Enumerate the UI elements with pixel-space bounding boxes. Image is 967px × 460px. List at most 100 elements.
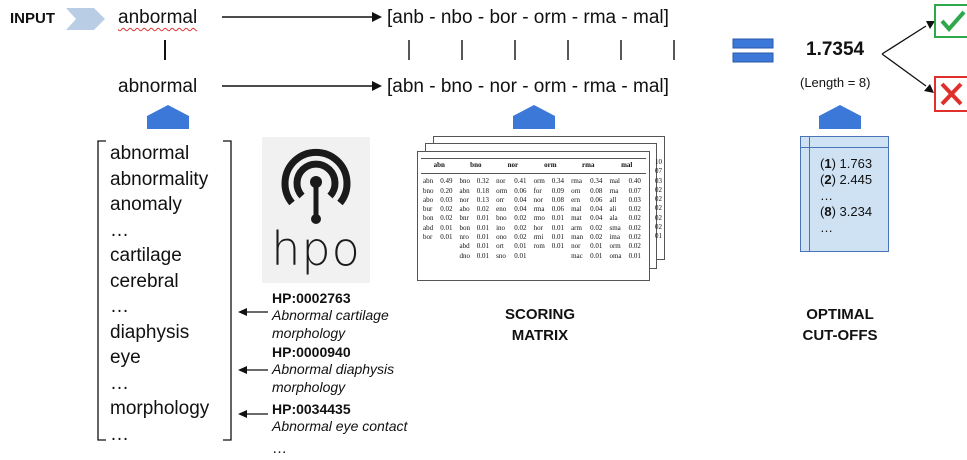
table-cell: 0.06 (551, 205, 564, 214)
table-cell: bnr (459, 214, 469, 223)
table-cell: 0.01 (551, 233, 564, 242)
table-cell: bno (423, 186, 434, 195)
table-cell: bon (459, 223, 471, 232)
table-cell: ort (496, 242, 504, 251)
table-cell: for (533, 186, 542, 195)
cutoff-value: 3.234 (839, 204, 873, 219)
table-cell (550, 252, 569, 261)
table-cell: 0.18 (476, 186, 490, 195)
table-cell: 0.02 (628, 205, 641, 214)
cutoff-item: (2) 2.445 (820, 172, 873, 187)
list-item: … (110, 296, 129, 317)
table-cell: ern (571, 195, 581, 204)
table-cell: 0.04 (514, 205, 527, 214)
table-cell: nor (571, 242, 581, 251)
table-cell: 0.02 (514, 223, 527, 232)
table-cell: 0.20 (440, 186, 453, 195)
table-cell: orm (533, 177, 545, 186)
table-cell: 0.08 (590, 186, 603, 195)
table-cell: hor (533, 223, 543, 232)
hpo-desc: Abnormal eye contact (272, 418, 408, 434)
table-cell: bno (459, 177, 471, 186)
list-item: … (110, 219, 129, 241)
table-cell: ali (609, 205, 617, 214)
word-separator (164, 40, 166, 60)
table-cell: abd (459, 242, 470, 251)
table-cell: ino (496, 223, 506, 232)
table-cell: orn (571, 186, 581, 195)
table-cell: abo (423, 195, 434, 204)
table-cell: mac (571, 251, 583, 260)
table-cell: dno (459, 251, 471, 260)
table-cell: 0.01 (440, 233, 453, 242)
table-cell: bon (423, 214, 434, 223)
list-item: morphology (110, 398, 210, 419)
matrix-header: nor (494, 157, 532, 175)
table-cell: abd (423, 223, 434, 232)
list-item: abnormality (110, 168, 209, 190)
hpo-logo-text: hpo (271, 222, 361, 276)
table-cell: 0.40 (628, 177, 641, 186)
table-cell: abn (423, 177, 434, 186)
hpo-desc: Abnormal diaphysis (272, 361, 395, 377)
table-cell: 0.09 (551, 186, 564, 195)
ngram-separators (408, 40, 675, 60)
check-icon (934, 4, 967, 38)
cutoff-item: … (820, 188, 833, 203)
table-cell: 0.01 (628, 251, 641, 260)
list-item: anomaly (110, 194, 182, 215)
table-cell: 0.04 (514, 195, 527, 204)
hpo-desc: morphology (272, 325, 346, 341)
table-cell: 0.01 (514, 242, 527, 251)
table-cell: 0.02 (590, 223, 603, 232)
score-value: 1.7354 (806, 39, 865, 60)
decision-arrows (881, 21, 935, 93)
table-cell: 0.02 (590, 233, 603, 242)
table-cell (438, 252, 457, 261)
length-note: (Length = 8) (800, 75, 871, 90)
table-cell (438, 242, 457, 251)
input-label: INPUT (10, 10, 55, 27)
table-cell: 0.03 (440, 195, 453, 204)
table-cell: 0.49 (440, 177, 453, 186)
table-cell: 0.01 (476, 233, 490, 242)
cutoff-caption: OPTIMAL CUT-OFFS (802, 306, 878, 344)
table-cell: 0.06 (514, 186, 527, 195)
table-cell: 0.02 (628, 223, 641, 232)
pointer-dictionary-icon (147, 105, 189, 129)
cutoff-item: … (820, 220, 833, 235)
table-cell (421, 242, 438, 251)
table-cell: 0.02 (440, 205, 453, 214)
table-cell: 0.08 (551, 195, 564, 204)
table-cell: 0.41 (514, 177, 527, 186)
table-cell (421, 252, 438, 261)
table-cell: rmi (533, 233, 544, 242)
cutoff-value: 1.763 (839, 156, 873, 171)
equals-icon (732, 38, 774, 63)
table-cell: 0.02 (628, 214, 641, 223)
matrix-header: orm (531, 157, 570, 175)
matrix-side-digits: 10 07 03 02 02 02 02 02 01 (655, 158, 662, 241)
target-arrow (222, 81, 382, 91)
table-cell: 0.02 (628, 242, 641, 251)
target-word: abnormal (118, 76, 198, 97)
table-cell: 0.01 (440, 223, 453, 232)
table-cell: 0.32 (476, 177, 490, 186)
hpo-id: HP:0000940 (272, 344, 351, 360)
matrix-header: abn (421, 157, 458, 175)
table-cell: orr (496, 195, 505, 204)
matrix-header: bno (457, 157, 495, 175)
table-cell: ima (609, 233, 620, 242)
list-bracket-right (223, 140, 232, 441)
table-cell: 0.06 (590, 195, 603, 204)
input-word: anbormal (118, 7, 198, 28)
